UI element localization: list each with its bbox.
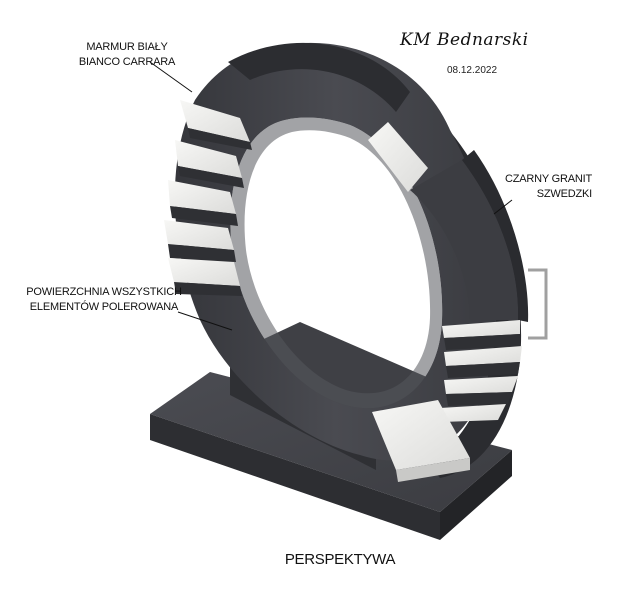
marble-steps-left [164,100,252,296]
label-polished-line2: ELEMENTÓW POLEROWANA [29,301,179,313]
marble-steps-right [440,320,522,422]
view-caption: PERSPEKTYWA [284,551,396,568]
bracket [528,268,548,340]
marble-segment-bottom [372,400,470,470]
leader-granite [493,199,513,215]
granite-cap-top [228,42,410,113]
leader-lines [149,61,513,331]
leader-marble [149,61,193,93]
label-marble-line1: MARMUR BIAŁY [86,41,168,53]
leader-polished [177,311,233,331]
base-front [150,414,440,540]
label-marble-line2: BIANCO CARRARA [78,56,176,68]
label-polished-line1: POWIERZCHNIA WSZYSTKICH [26,286,182,298]
label-marble: MARMUR BIAŁY BIANCO CARRARA [62,40,192,70]
label-granite-line1: CZARNY GRANIT [504,173,592,185]
label-polished: POWIERZCHNIA WSZYSTKICH ELEMENTÓW POLERO… [6,285,202,315]
signature-date: 08.12.2022 [446,65,498,76]
author-signature: KM Bednarski [400,30,529,50]
base-side [440,450,512,540]
label-granite-line2: SZWEDZKI [536,188,592,200]
ring-granite-body [174,42,497,461]
ring-inner-rim [230,117,443,409]
granite-segment-right [410,160,519,320]
marble-segment-top-right [368,122,428,192]
label-granite: CZARNY GRANIT SZWEDZKI [500,172,592,202]
